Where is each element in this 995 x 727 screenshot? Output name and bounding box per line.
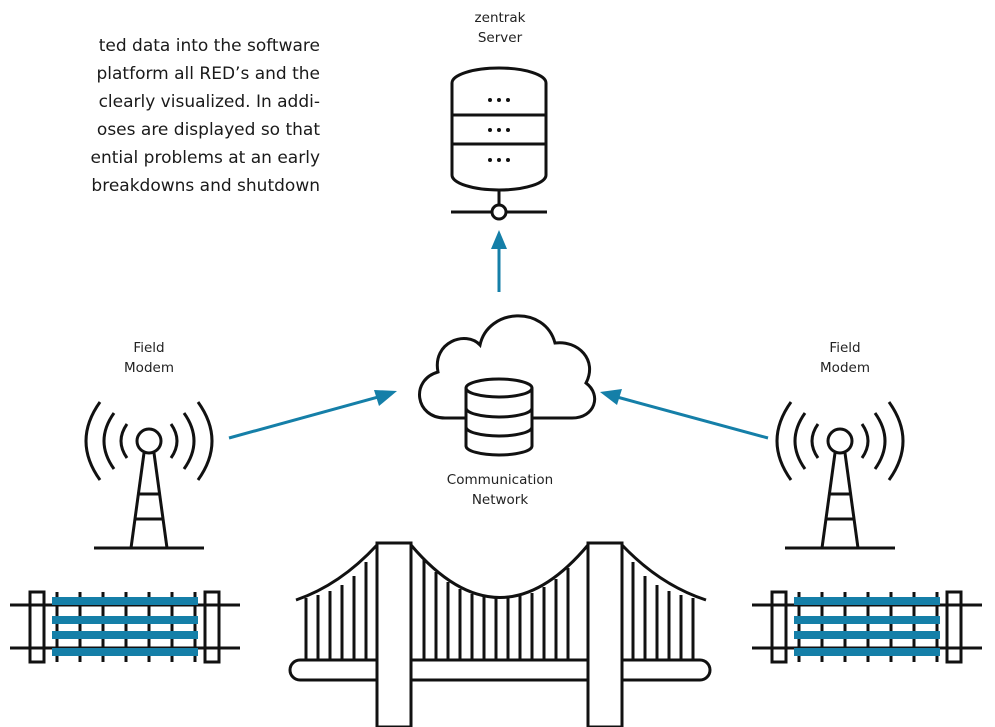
paragraph-line: breakdowns and shutdown — [91, 176, 320, 196]
arrow-network-to-server — [491, 230, 507, 292]
paragraph-line: oses are displayed so that — [96, 120, 320, 140]
paragraph-line: ential problems at an early — [90, 148, 321, 168]
railway-track-icon — [10, 590, 240, 664]
server-icon — [450, 66, 548, 221]
antenna-tower-icon — [775, 401, 905, 550]
cloud-database-icon — [418, 314, 597, 457]
network-label: Communication Network — [446, 472, 554, 508]
arrow-left-modem-to-network — [228, 390, 397, 440]
paragraph-line: clearly visualized. In addi- — [98, 92, 320, 112]
server-label: zentrak Server — [474, 10, 526, 46]
arrow-right-modem-to-network — [600, 389, 769, 440]
antenna-tower-icon — [84, 401, 214, 550]
paragraph-line: ted data into the software — [98, 36, 320, 56]
modem-right-label: Field Modem — [820, 340, 870, 376]
bridge-icon — [288, 541, 712, 727]
description-paragraph: ted data into the software platform all … — [0, 32, 321, 262]
paragraph-line: platform all RED’s and the — [96, 64, 321, 84]
railway-track-icon — [752, 590, 982, 664]
modem-left-label: Field Modem — [124, 340, 174, 376]
